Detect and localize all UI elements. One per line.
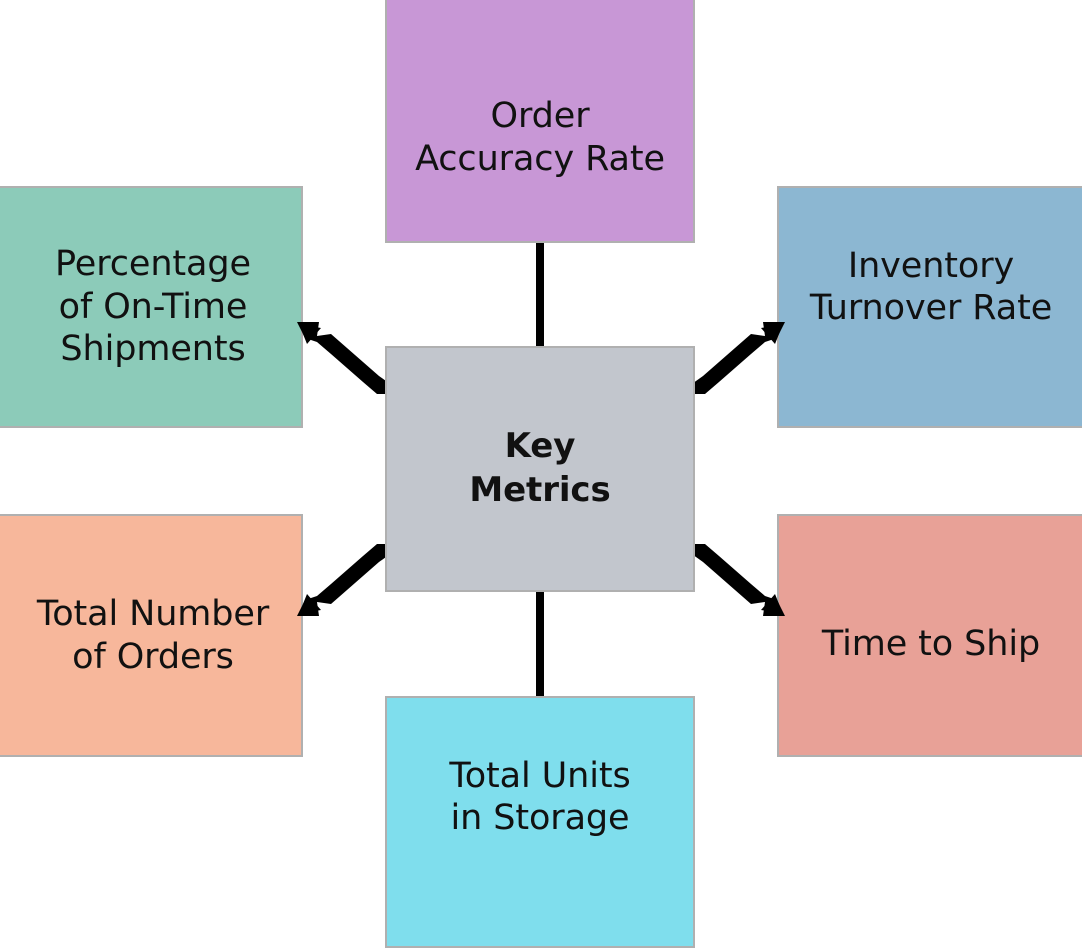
node-total-number-of-orders[interactable]: Total Number of Orders [0,514,303,757]
connector-line-top [536,238,544,350]
connector-arrow-top-right [689,322,785,394]
node-label-time-to-ship: Time to Ship [821,624,1041,665]
node-order-accuracy-rate[interactable]: Order Accuracy Rate [385,0,695,243]
node-label-total-units-in-storage: Total Units in Storage [449,755,631,838]
node-time-to-ship[interactable]: Time to Ship [777,514,1082,757]
connector-line-bottom [536,588,544,700]
node-label-on-time-shipments: Percentage of On-Time Shipments [55,244,251,370]
node-label-inventory-turnover-rate: Inventory Turnover Rate [809,245,1053,328]
connector-arrow-bottom-right [689,544,785,616]
node-label-key-metrics: Key Metrics [469,426,611,510]
connector-arrow-top-left [297,322,393,394]
node-total-units-in-storage[interactable]: Total Units in Storage [385,696,695,948]
node-on-time-shipments[interactable]: Percentage of On-Time Shipments [0,186,303,428]
node-label-total-number-of-orders: Total Number of Orders [36,594,270,677]
node-inventory-turnover-rate[interactable]: Inventory Turnover Rate [777,186,1082,428]
connector-arrow-bottom-left [297,544,393,616]
node-label-order-accuracy-rate: Order Accuracy Rate [415,96,665,179]
node-key-metrics-center[interactable]: Key Metrics [385,346,695,592]
